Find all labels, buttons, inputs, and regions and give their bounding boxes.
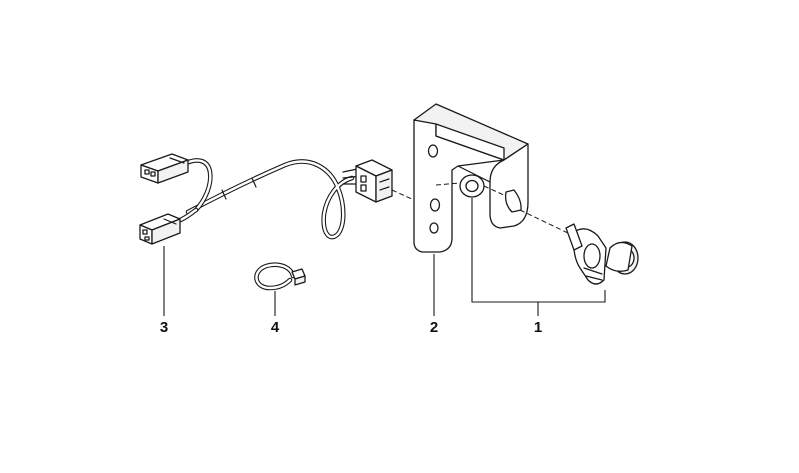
wiring-harness[interactable] bbox=[139, 153, 393, 245]
power-socket[interactable] bbox=[565, 223, 639, 285]
washer[interactable] bbox=[459, 174, 485, 198]
callout-1: 1 bbox=[534, 319, 542, 336]
harness-connector-right bbox=[355, 159, 393, 203]
cable-tie[interactable] bbox=[254, 262, 306, 291]
callout-3: 3 bbox=[160, 319, 168, 336]
callout-4: 4 bbox=[271, 319, 280, 336]
harness-plug-lower bbox=[139, 213, 181, 245]
harness-plug-upper bbox=[140, 153, 189, 184]
leader-lines bbox=[163, 198, 606, 316]
mounting-bracket[interactable] bbox=[413, 103, 529, 253]
assembly-lines bbox=[391, 182, 571, 235]
callout-2: 2 bbox=[430, 319, 438, 336]
